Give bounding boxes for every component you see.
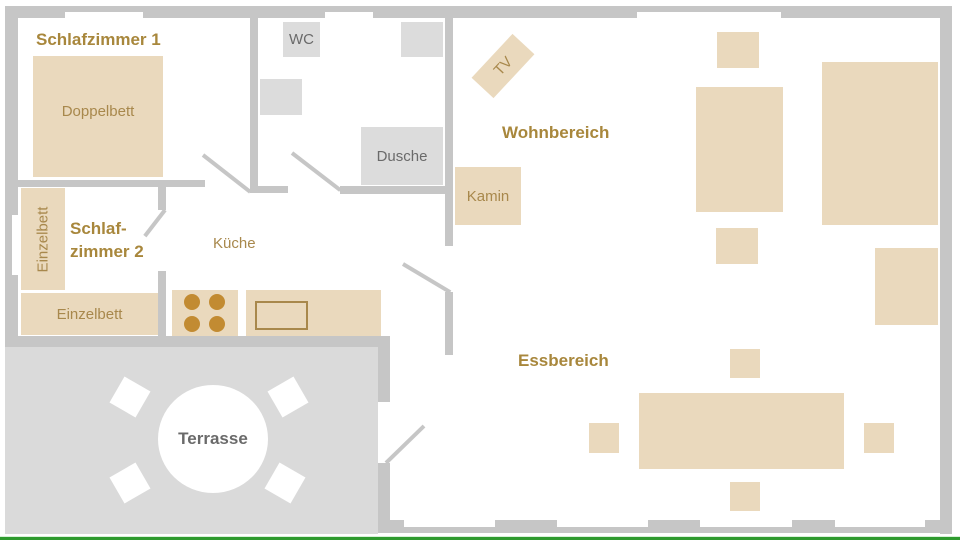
- window-top-2: [325, 12, 373, 18]
- bathroom-fixture-top-right: [401, 22, 443, 57]
- wall-bathroom-bottom-right: [340, 186, 450, 194]
- outer-wall-top: [5, 6, 952, 18]
- window-top-1: [65, 12, 143, 18]
- bottom-wall-segment: [648, 520, 700, 533]
- toilet: WC: [283, 22, 320, 57]
- door-living[interactable]: [401, 262, 452, 294]
- room-label-terrasse: Terrasse: [178, 429, 248, 448]
- single-bed-horizontal-label: Einzelbett: [56, 305, 123, 323]
- wall-bedroom2-right-upper: [158, 180, 166, 210]
- wall-terrace-lower: [378, 463, 390, 533]
- dining-chair-left: [589, 423, 619, 453]
- kitchen-sink: [255, 301, 308, 330]
- kitchen-counter: [246, 290, 381, 336]
- tv-label: TV: [490, 53, 516, 79]
- shower: Dusche: [361, 127, 443, 185]
- side-table: [875, 248, 938, 325]
- burner-icon: [184, 294, 200, 310]
- room-label-schlafzimmer2-line1: Schlaf-: [70, 219, 127, 238]
- bottom-border-line: [0, 536, 960, 540]
- single-bed-vertical: Einzelbett: [21, 188, 65, 290]
- dining-table: [639, 393, 844, 469]
- room-label-wohnbereich: Wohnbereich: [502, 123, 610, 142]
- single-bed-horizontal: Einzelbett: [21, 293, 158, 335]
- stove: [172, 290, 238, 336]
- bottom-wall-segment: [495, 520, 557, 533]
- bottom-wall-segment: [925, 520, 952, 533]
- wall-bathroom-left: [250, 6, 258, 193]
- tv: TV: [471, 33, 535, 99]
- sink: [260, 79, 302, 115]
- fireplace: Kamin: [455, 167, 521, 225]
- burner-icon: [184, 316, 200, 332]
- dining-chair-bottom: [730, 482, 760, 511]
- burner-icon: [209, 294, 225, 310]
- wall-bedroom-divider: [5, 180, 205, 187]
- fireplace-label: Kamin: [466, 187, 510, 205]
- sofa: [822, 62, 938, 225]
- wall-bathroom-bottom-left: [250, 186, 288, 193]
- double-bed: Doppelbett: [33, 56, 163, 177]
- door-bedroom2[interactable]: [143, 208, 167, 238]
- room-label-kueche: Küche: [213, 235, 256, 252]
- wall-living-lower: [445, 292, 453, 355]
- single-bed-vertical-label: Einzelbett: [34, 206, 52, 272]
- burner-icon: [209, 316, 225, 332]
- door-bedroom1[interactable]: [201, 153, 252, 194]
- bottom-wall-segment: [792, 520, 835, 533]
- toilet-label: WC: [289, 31, 314, 48]
- outer-wall-right: [940, 6, 952, 534]
- wall-bedroom2-right-lower: [158, 271, 166, 341]
- shower-label: Dusche: [376, 147, 428, 165]
- door-terrace[interactable]: [384, 424, 426, 465]
- living-stool-top: [717, 32, 759, 68]
- living-stool-bottom: [716, 228, 758, 264]
- room-label-schlafzimmer1: Schlafzimmer 1: [36, 30, 161, 49]
- dining-chair-top: [730, 349, 760, 378]
- wall-terrace-upper: [378, 336, 390, 402]
- room-label-schlafzimmer2-line2: zimmer 2: [70, 242, 144, 261]
- double-bed-label: Doppelbett: [61, 103, 135, 120]
- window-left: [12, 215, 18, 275]
- outer-wall-left: [5, 6, 18, 347]
- door-bathroom[interactable]: [290, 151, 342, 192]
- wall-kitchen-terrace: [5, 336, 390, 347]
- dining-chair-right: [864, 423, 894, 453]
- room-label-essbereich: Essbereich: [518, 351, 609, 370]
- window-top-3: [637, 12, 781, 18]
- coffee-table: [696, 87, 783, 212]
- wall-living-upper: [445, 6, 453, 246]
- terrace-round-table: Terrasse: [158, 385, 268, 493]
